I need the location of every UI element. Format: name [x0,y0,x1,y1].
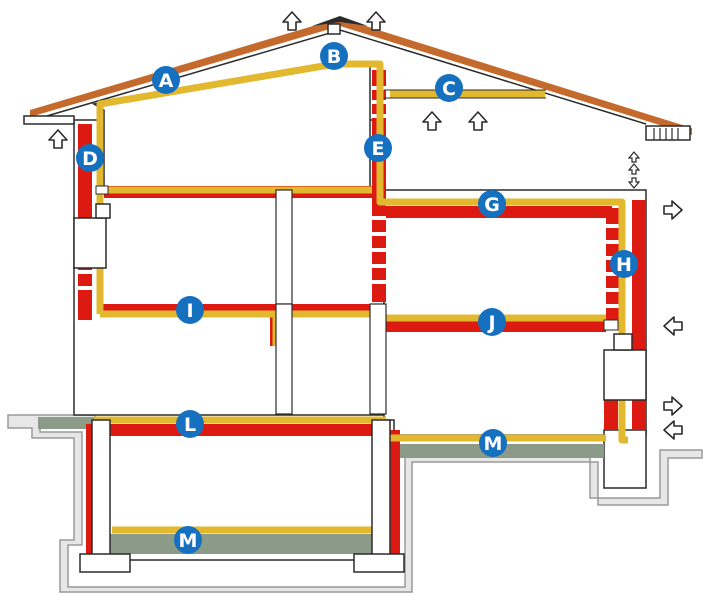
marker-letter: M [484,433,503,455]
marker-l: L [176,410,204,438]
marker-m2: M [174,526,202,554]
marker-letter: A [159,70,174,92]
basement-slab [110,534,378,554]
marker-letter: H [616,254,632,276]
windows [73,203,647,401]
ridge-vent [312,16,368,26]
arrow-left-icon [663,316,683,336]
marker-circle [478,190,506,218]
marker-circle [478,308,506,336]
marker-circle [364,134,392,162]
marker-g: G [478,190,506,218]
marker-b: B [320,42,348,70]
arrow-up-icon [48,129,68,149]
vent-box-right [603,319,619,331]
vent-box-left [95,185,109,195]
marker-circle [174,526,202,554]
marker-i: I [176,296,204,324]
arrow-up-icon [422,111,442,131]
marker-circle [610,250,638,278]
arrow-right-icon [663,200,683,220]
air-barrier-edges [384,89,546,99]
marker-m1: M [479,429,507,457]
marker-letter: J [486,312,495,334]
arrow-up-icon [366,11,386,31]
marker-letter: G [484,194,500,216]
arrow-up-icon [468,111,488,131]
arrow-up-icon [627,163,641,175]
arrow-right-icon [663,396,683,416]
ridge-vent-box [327,23,341,35]
marker-letter: D [82,148,98,170]
marker-j: J [478,308,506,336]
ground-soil [7,414,703,593]
marker-circle [320,42,348,70]
ground-strip-left [38,417,96,429]
arrow-up-icon [627,151,641,163]
soffit-vent-left [23,115,75,125]
soffit-vent-right [645,125,691,141]
footings [79,419,405,573]
marker-d: D [76,144,104,172]
marker-letter: B [327,46,341,68]
marker-letter: M [179,530,198,552]
marker-circle [76,144,104,172]
arrow-left-icon [663,420,683,440]
marker-letter: I [186,300,193,322]
arrow-down-icon [627,177,641,189]
marker-e: E [364,134,392,162]
marker-letter: L [184,414,196,436]
marker-circle [152,66,180,94]
marker-circle [479,429,507,457]
vent-small-arrows [627,151,641,189]
marker-circle [176,296,204,324]
arrow-up-icon [282,11,302,31]
soffit-vent-slats [653,128,679,140]
marker-letter: E [372,138,385,160]
marker-a: A [152,66,180,94]
airflow-arrows [48,11,683,440]
interior-walls [275,189,387,415]
marker-circle [176,410,204,438]
markers-layer: A B C D E G H I J L M M [76,42,638,554]
marker-c: C [435,74,463,102]
marker-h: H [610,250,638,278]
marker-letter: C [442,78,456,100]
marker-circle [435,74,463,102]
